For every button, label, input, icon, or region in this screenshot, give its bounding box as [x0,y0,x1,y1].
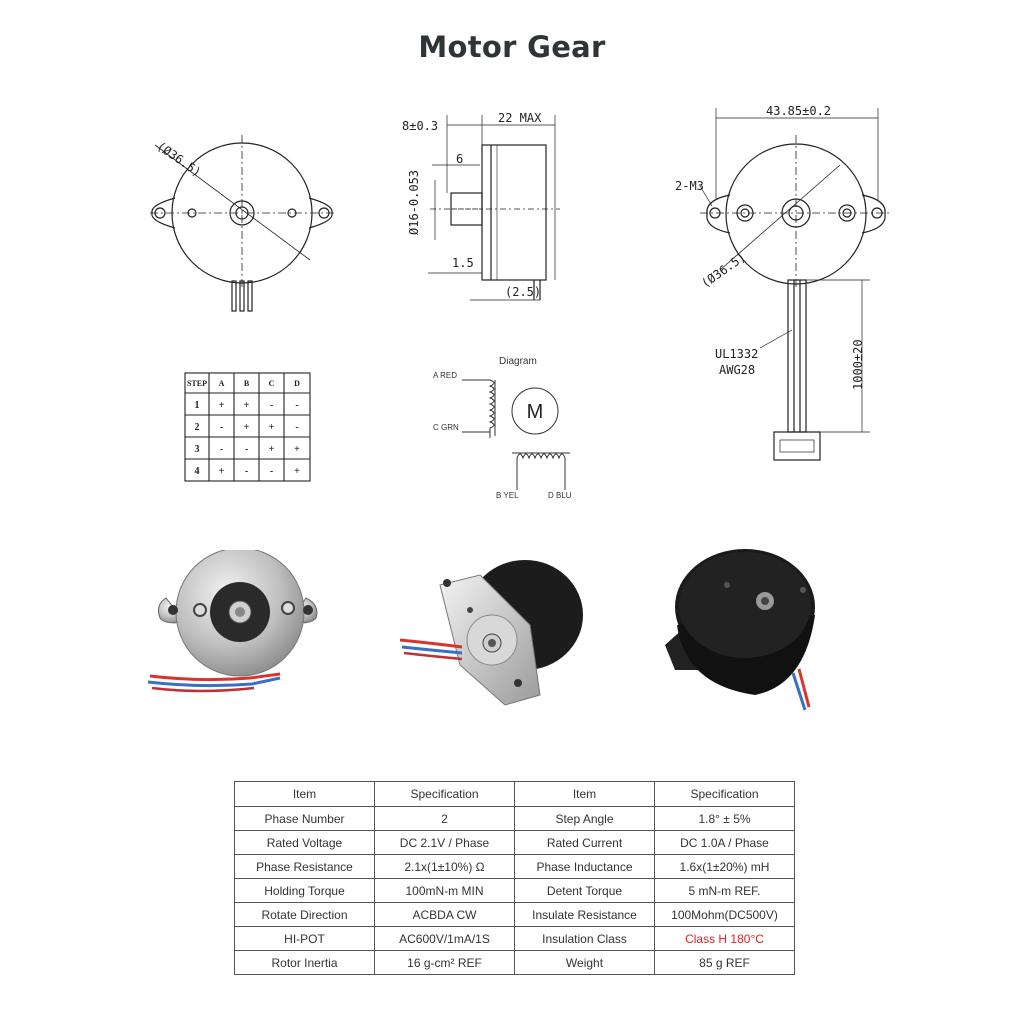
step-table-cell: 3 [195,444,200,455]
step-table-cell: + [269,444,275,455]
spec-row: Holding Torque 100mN-m MIN Detent Torque… [234,878,795,903]
step-table [184,372,311,482]
spec-cell: Rotate Direction [234,902,375,927]
spec-cell: 2.1x(1±10%) Ω [374,854,515,879]
page-title: Motor Gear [418,30,606,64]
spec-cell: Insulation Class [514,926,655,951]
spec-cell: 1.6x(1±20%) mH [654,854,795,879]
spec-cell: 2 [374,806,515,831]
spec-cell: Rated Current [514,830,655,855]
step-table-cell: - [295,400,298,411]
rear-holes-label: 2-M3 [675,179,704,193]
spec-table: Item Specification Item Specification Ph… [234,781,795,975]
wiring-title: Diagram [499,356,537,367]
spec-cell: Phase Resistance [234,854,375,879]
step-table-cell: - [220,422,223,433]
step-table-cell: 2 [195,422,200,433]
side-gap-label: (2.5) [505,285,541,299]
rear-cable-label-2: AWG28 [719,363,755,377]
spec-cell: Rated Voltage [234,830,375,855]
rear-length-label: 1000±20 [851,339,865,390]
side-max-label: 22 MAX [498,111,542,125]
step-table-cell: - [245,466,248,477]
spec-row: Phase Number 2 Step Angle 1.8° ± 5% [234,806,795,831]
step-table-cell: + [244,400,250,411]
spec-cell: Holding Torque [234,878,375,903]
step-table-cell: 1 [195,400,200,411]
spec-cell: Phase Inductance [514,854,655,879]
spec-cell: 5 mN-m REF. [654,878,795,903]
spec-cell: Detent Torque [514,878,655,903]
spec-row: HI-POT AC600V/1mA/1S Insulation Class Cl… [234,926,795,951]
wiring-diagram: Diagram [462,356,570,490]
step-table-cell: + [244,422,250,433]
photo-angled-motor [400,560,583,706]
step-table-cells: STEP A B C D 1 + + - - 2 - + + - 3 - - + +4 + - - + [187,379,300,477]
spec-cell: DC 2.1V / Phase [374,830,515,855]
spec-cell: AC600V/1mA/1S [374,926,515,951]
rear-width-label: 43.85±0.2 [766,104,831,118]
step-table-cell: + [294,444,300,455]
spec-cell: 1.8° ± 5% [654,806,795,831]
step-table-cell: + [219,466,225,477]
technical-drawings: (Ø36.5) 8±0.3 22 MAX 6 Ø16-0.053 1.5 (2.… [150,104,890,500]
spec-cell: 85 g REF [654,950,795,975]
front-view-drawing [150,135,335,312]
side-width-label: 8±0.3 [402,119,438,133]
side-flange-label: 1.5 [452,256,474,270]
step-table-header: D [294,379,300,388]
wire-c-label: C GRN [433,423,459,432]
step-table-cell: - [270,466,273,477]
side-view-drawing [428,115,560,301]
insulation-class-value: Class H 180°C [654,926,795,951]
rear-cable-label-1: UL1332 [715,347,758,361]
step-table-header: C [269,379,275,388]
spec-cell: ACBDA CW [374,902,515,927]
step-table-header: B [244,379,250,388]
spec-header-row: Item Specification Item Specification [234,781,795,807]
spec-cell: 16 g-cm² REF [374,950,515,975]
spec-header-cell: Item [514,781,655,807]
spec-row: Rotate Direction ACBDA CW Insulate Resis… [234,902,795,927]
wire-a-label: A RED [433,371,457,380]
spec-cell: 100Mohm(DC500V) [654,902,795,927]
spec-row: Phase Resistance 2.1x(1±10%) Ω Phase Ind… [234,854,795,879]
step-table-cell: + [294,466,300,477]
spec-header-cell: Specification [374,781,515,807]
motor-symbol-label: M [527,401,544,423]
side-shaft-label: 6 [456,152,463,166]
step-table-cell: - [295,422,298,433]
spec-header-cell: Specification [654,781,795,807]
spec-cell: HI-POT [234,926,375,951]
spec-cell: Phase Number [234,806,375,831]
step-table-header: STEP [187,379,207,388]
step-table-cell: - [220,444,223,455]
spec-cell: Insulate Resistance [514,902,655,927]
step-table-cell: - [245,444,248,455]
spec-cell: 100mN-m MIN [374,878,515,903]
step-table-cell: 4 [195,466,200,477]
photo-rear-motor [665,549,815,711]
step-table-cell: - [270,400,273,411]
spec-row: Rotor Inertia 16 g-cm² REF Weight 85 g R… [234,950,795,975]
rear-view-drawing [699,108,890,461]
spec-cell: Rotor Inertia [234,950,375,975]
spec-cell: Step Angle [514,806,655,831]
wire-b-label: B YEL [496,491,519,500]
step-table-cell: + [219,400,225,411]
spec-header-cell: Item [234,781,375,807]
photo-front-motor [147,550,318,693]
wire-d-label: D BLU [548,491,572,500]
spec-cell: DC 1.0A / Phase [654,830,795,855]
step-table-header: A [219,379,225,388]
rear-diameter-label: (Ø36.5) [699,250,748,290]
spec-row: Rated Voltage DC 2.1V / Phase Rated Curr… [234,830,795,855]
step-table-cell: + [269,422,275,433]
side-shaft-dia-label: Ø16-0.053 [407,170,421,235]
spec-cell: Weight [514,950,655,975]
